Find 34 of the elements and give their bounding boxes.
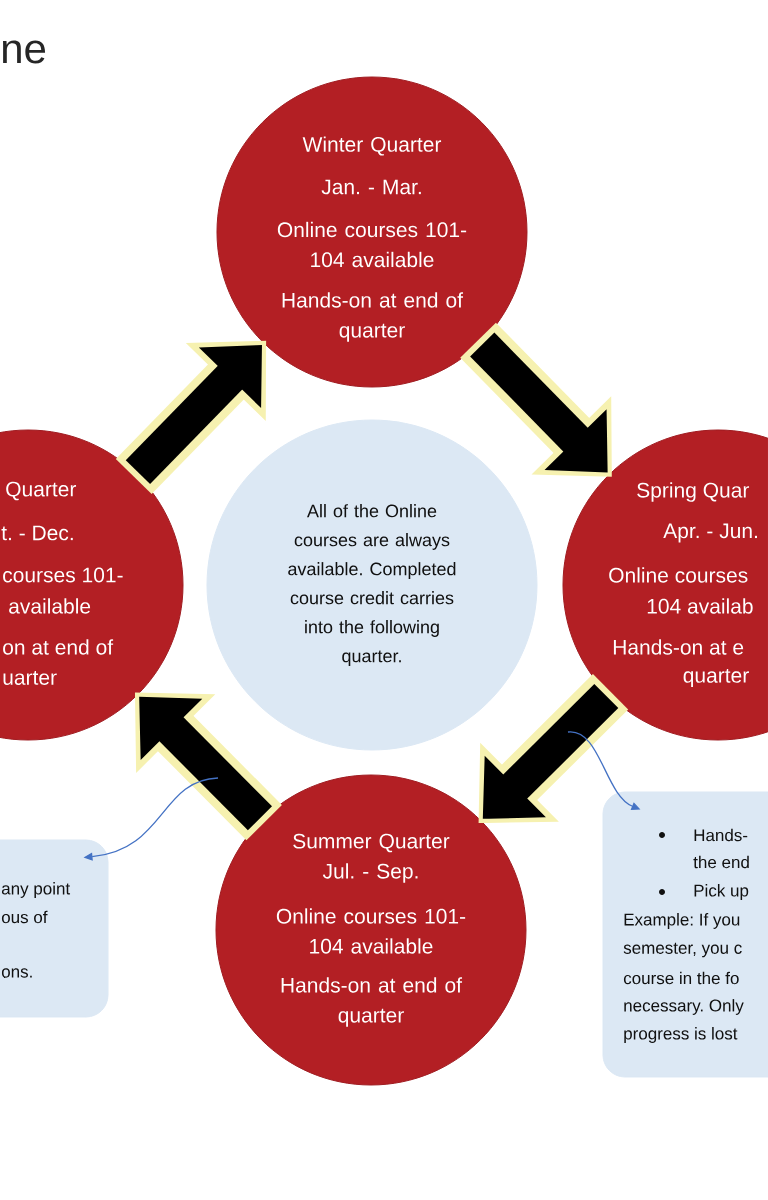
circle-text: Summer Quarter [293, 833, 450, 853]
circle-text: Online courses [609, 567, 748, 583]
circle-text: 104 availab [647, 598, 753, 614]
callout-text: Example: If you [624, 913, 740, 929]
circle-text: Spring Quar [637, 482, 750, 502]
block-arrow [115, 340, 267, 494]
callout-text: semester, you c [623, 942, 742, 958]
circle-text: Hands-on at e [613, 639, 744, 655]
callout-text: course in the fo [623, 971, 739, 985]
circle-text: t. - Dec. [1, 525, 73, 541]
circle-text: on at end of [3, 639, 114, 655]
circle-text: Apr. - Jun. [663, 523, 757, 543]
circle-text: Hands-on at end of quarter [282, 292, 464, 342]
callout-text: ous of [1, 910, 48, 924]
circle-text: Jan. - Mar. [321, 179, 421, 195]
circle-text: Jul. - Sep. [322, 863, 418, 883]
callout-text: Pick up [694, 884, 749, 900]
circle-text: available [9, 598, 91, 614]
circle-text: courses 101- [3, 567, 123, 583]
circle-text: Winter Quarter [302, 136, 442, 156]
callout-text: any point [1, 882, 71, 898]
circle-text: Quarter [6, 481, 77, 501]
callout-text: Hands- [694, 828, 748, 842]
callout-text: ons. [1, 968, 32, 978]
circle-text: Online courses 101- 104 available [276, 908, 466, 954]
circle-text: uarter [3, 671, 57, 685]
callout-text: progress is lost [624, 1027, 738, 1043]
block-arrow [460, 322, 612, 477]
callout-text: necessary. Only [624, 999, 744, 1015]
circle-text: quarter [683, 669, 749, 687]
circle-text: Hands-on at end of quarter [281, 977, 463, 1027]
title: ne [3, 40, 46, 64]
circle-text: Online courses 101- 104 available [277, 221, 467, 268]
callout-text: the end [693, 855, 749, 869]
